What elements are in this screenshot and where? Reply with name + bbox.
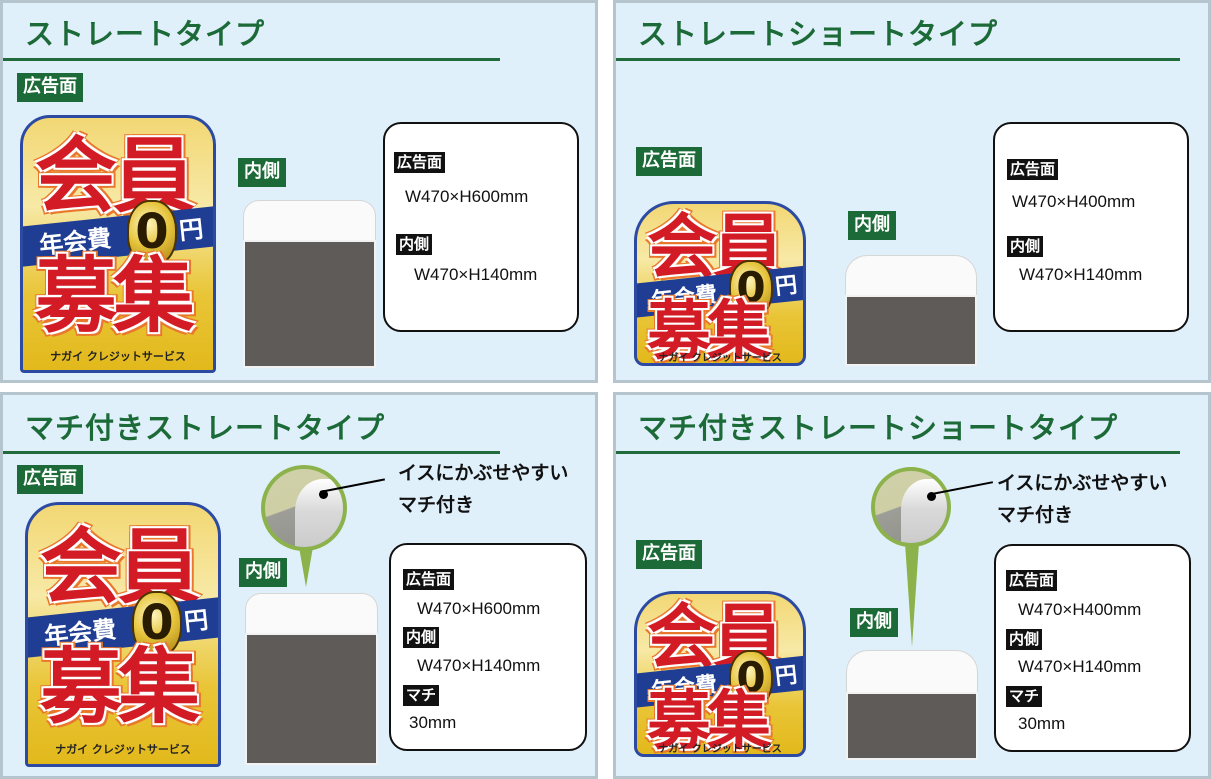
inner-side-image	[846, 650, 978, 760]
spec-value-ad-face: W470×H400mm	[1018, 600, 1142, 619]
banner-yen-text: 円	[177, 214, 205, 246]
inner-side-image	[845, 255, 977, 366]
inner-side-label: 内側	[239, 558, 287, 587]
banner-zero-coin: 0	[729, 650, 773, 708]
spec-value-ad-face: W470×H600mm	[417, 599, 541, 618]
banner-headline-bottom: 募集	[35, 249, 195, 344]
inner-side-label: 内側	[850, 608, 898, 637]
spec-box: 広告面 W470×H400mm 内側 W470×H140mm	[993, 122, 1189, 332]
spec-value-gusset: 30mm	[409, 713, 457, 732]
banner-headline-bottom: 募集	[647, 685, 771, 757]
spec-label-ad-face: 広告面	[1007, 159, 1059, 180]
ad-face-label: 広告面	[636, 540, 702, 569]
gusset-magnifier-callout	[871, 467, 951, 547]
banner-headline-bottom: 募集	[40, 640, 200, 735]
spec-label-inner: 内側	[1006, 629, 1043, 650]
ad-face-banner-image: 会員 年会費 0 円 募集 ナガイ クレジットサービス	[20, 115, 216, 373]
callout-dot	[319, 490, 328, 499]
spec-value-inner: W470×H140mm	[417, 656, 541, 675]
ad-face-banner-image: 会員 年会費 0 円 募集 ナガイ クレジットサービス	[634, 201, 806, 366]
title-divider	[3, 451, 500, 454]
inner-side-label: 内側	[848, 211, 896, 240]
banner-yen-text: 円	[774, 662, 799, 691]
spec-label-gusset: マチ	[1006, 686, 1043, 707]
title-divider	[616, 58, 1180, 61]
ad-face-label: 広告面	[17, 465, 83, 494]
callout-line-2: マチ付き	[398, 494, 475, 516]
callout-text: イスにかぶせやすい マチ付き	[997, 467, 1167, 531]
banner-headline-bottom: 募集	[647, 295, 771, 366]
callout-text: イスにかぶせやすい マチ付き	[398, 457, 568, 521]
banner-footer-text: ナガイ クレジットサービス	[658, 744, 782, 755]
banner-zero-coin: 0	[132, 591, 182, 657]
panel-title: マチ付きストレートショートタイプ	[638, 411, 1119, 445]
spec-value-inner: W470×H140mm	[1018, 657, 1142, 676]
ad-face-label: 広告面	[636, 147, 702, 176]
banner-footer-text: ナガイ クレジットサービス	[50, 350, 186, 363]
panel-title: ストレートショートタイプ	[638, 17, 999, 51]
ad-face-banner-image: 会員 年会費 0 円 募集 ナガイ クレジットサービス	[634, 591, 806, 757]
spec-label-ad-face: 広告面	[403, 569, 455, 590]
ad-face-label: 広告面	[17, 73, 83, 102]
callout-line-1: イスにかぶせやすい	[398, 462, 569, 484]
ad-face-banner-image: 会員 年会費 0 円 募集 ナガイ クレジットサービス	[25, 502, 221, 767]
spec-value-inner: W470×H140mm	[1019, 265, 1143, 284]
spec-label-ad-face: 広告面	[394, 152, 446, 173]
callout-line-2: マチ付き	[997, 504, 1074, 526]
banner-zero-coin: 0	[127, 200, 177, 266]
spec-value-ad-face: W470×H600mm	[405, 187, 529, 206]
banner-yen-text: 円	[182, 605, 210, 637]
magnifier-pointer	[905, 543, 919, 647]
banner-footer-text: ナガイ クレジットサービス	[658, 353, 782, 364]
spec-value-gusset: 30mm	[1018, 714, 1066, 733]
panel-straight-short-type: ストレートショートタイプ 広告面 会員 年会費 0 円 募集 ナガイ クレジット…	[613, 0, 1211, 383]
gusset-magnifier-callout	[261, 465, 347, 551]
banner-yen-text: 円	[774, 272, 799, 301]
banner-footer-text: ナガイ クレジットサービス	[55, 743, 191, 756]
spec-value-ad-face: W470×H400mm	[1012, 192, 1136, 211]
spec-value-inner: W470×H140mm	[414, 265, 538, 284]
magnifier-pointer	[299, 547, 313, 587]
panel-straight-type: ストレートタイプ 広告面 会員 年会費 0 円 募集 ナガイ クレジットサービス…	[0, 0, 598, 383]
spec-label-inner: 内側	[396, 234, 433, 255]
panel-title: マチ付きストレートタイプ	[25, 411, 386, 445]
title-divider	[616, 451, 1180, 454]
spec-label-ad-face: 広告面	[1006, 570, 1058, 591]
spec-label-gusset: マチ	[403, 685, 440, 706]
panel-gusset-straight-short-type: マチ付きストレートショートタイプ 広告面 会員 年会費 0 円 募集 ナガイ ク…	[613, 392, 1211, 779]
spec-box: 広告面 W470×H400mm 内側 W470×H140mm マチ 30mm	[994, 544, 1191, 752]
callout-line-1: イスにかぶせやすい	[997, 472, 1168, 494]
inner-side-image	[245, 593, 378, 765]
callout-dot	[927, 492, 936, 501]
spec-label-inner: 内側	[403, 627, 440, 648]
title-divider	[3, 58, 500, 61]
banner-headline-top: 会員	[35, 129, 195, 224]
inner-side-label: 内側	[238, 158, 286, 187]
panel-gusset-straight-type: マチ付きストレートタイプ 広告面 会員 年会費 0 円 募集 ナガイ クレジット…	[0, 392, 598, 779]
banner-headline-top: 会員	[40, 520, 200, 615]
spec-label-inner: 内側	[1007, 236, 1044, 257]
panel-title: ストレートタイプ	[25, 17, 266, 51]
spec-box: 広告面 W470×H600mm 内側 W470×H140mm	[383, 122, 579, 332]
spec-box: 広告面 W470×H600mm 内側 W470×H140mm マチ 30mm	[389, 543, 587, 751]
inner-side-image	[243, 200, 376, 368]
banner-zero-coin: 0	[729, 260, 773, 318]
